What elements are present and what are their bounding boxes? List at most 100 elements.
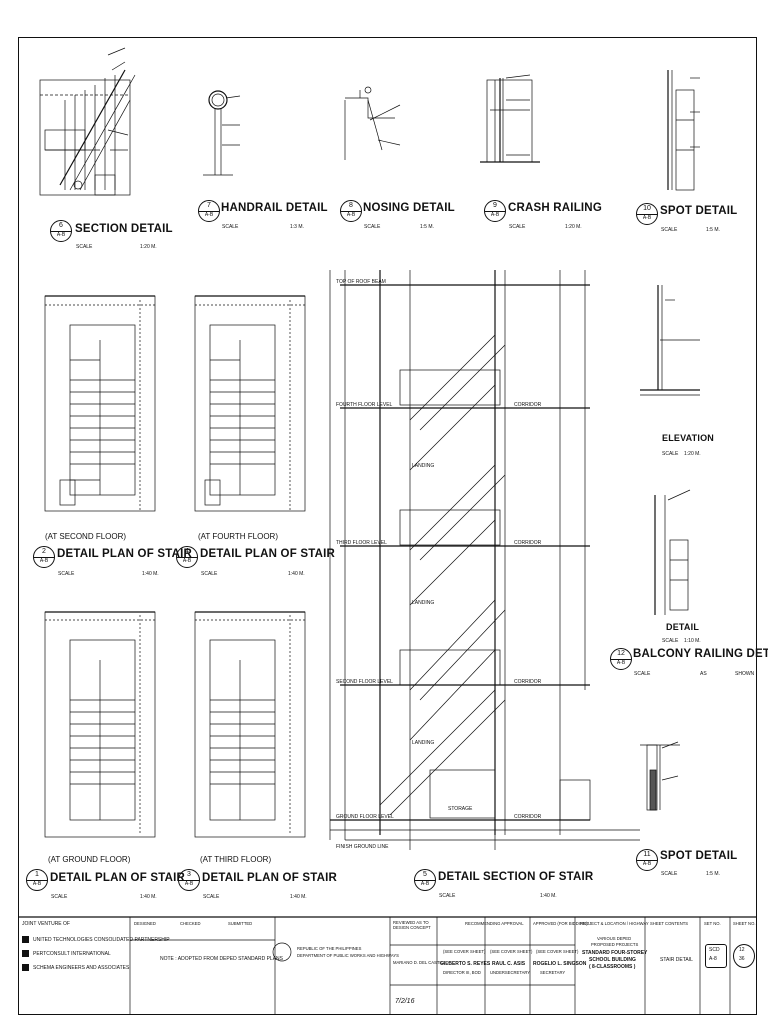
elevation-drawing xyxy=(640,285,700,396)
project-line-1: VARIOUS DEPED xyxy=(597,936,632,941)
firm-logo-1 xyxy=(22,936,29,943)
stair-section-drawing xyxy=(329,270,640,850)
designed-label: DESIGNED xyxy=(134,921,156,926)
detail-11-scale: 1:5 M. xyxy=(706,871,720,877)
finish-ground-label: FINISH GROUND LINE xyxy=(336,844,389,850)
second-floor-label: SECOND FLOOR LEVEL xyxy=(336,679,393,685)
detail-5-scale: 1:40 M. xyxy=(540,893,557,899)
joint-venture-label: JOINT VENTURE OF xyxy=(22,921,70,927)
set-code: SCD xyxy=(709,947,720,953)
detail-2-title: DETAIL PLAN OF STAIR xyxy=(57,548,192,560)
section-detail-drawing xyxy=(39,47,136,196)
detail-3-subtitle: (AT THIRD FLOOR) xyxy=(200,855,272,864)
detail-2-scale-label: SCALE xyxy=(58,571,75,577)
landing-label-2: LANDING xyxy=(412,600,435,606)
firm-3: SCHEMA ENGINEERS AND ASSOCIATES xyxy=(33,965,130,971)
set-sub: A-8 xyxy=(709,956,717,962)
detail-1-subtitle: (AT GROUND FLOOR) xyxy=(48,855,131,864)
nosing-detail-drawing xyxy=(344,86,401,160)
stair-plan-1-drawing xyxy=(44,611,156,838)
detail-6-scale: 1:20 M. xyxy=(140,244,157,250)
corridor-label-2: CORRIDOR xyxy=(514,540,542,546)
note-text: NOTE : ADOPTED FROM DEPED STANDARD PLANS xyxy=(160,956,283,962)
drawing-sheet-border xyxy=(18,37,757,1015)
fourth-floor-label: FOURTH FLOOR LEVEL xyxy=(336,402,393,408)
checked-label: CHECKED xyxy=(180,921,201,926)
landing-label-1: LANDING xyxy=(412,463,435,469)
project-line-5: ( 8-CLASSROOMS ) xyxy=(589,964,636,970)
detail-12-scale2: SHOWN xyxy=(735,671,755,677)
firm-1: UNITED TECHNOLOGIES CONSOLIDATED PARTNER… xyxy=(33,937,170,943)
reviewer-name: MARIANO D. DEL CASTILLO xyxy=(393,960,449,965)
spot-detail-10-drawing xyxy=(667,70,700,191)
detail-4-subtitle: (AT FOURTH FLOOR) xyxy=(198,532,278,541)
detail-2-subtitle: (AT SECOND FLOOR) xyxy=(45,532,127,541)
role-1: DIRECTOR III, BOD xyxy=(443,970,481,975)
firm-logo-3 xyxy=(22,964,29,971)
detail-7-scale-label: SCALE xyxy=(222,224,239,230)
agency-line-2: DEPARTMENT OF PUBLIC WORKS AND HIGHWAYS xyxy=(297,953,399,958)
detail-5-title: DETAIL SECTION OF STAIR xyxy=(438,871,594,883)
sheet-contents-header: SHEET CONTENTS xyxy=(650,921,689,926)
stair-plan-4-drawing xyxy=(194,295,306,512)
detail-10-scale-label: SCALE xyxy=(661,227,678,233)
detail-7-scale: 1:3 M. xyxy=(290,224,304,230)
sheet-number: 12 xyxy=(739,947,745,953)
signatory-1: GILBERTO S. REYES xyxy=(440,961,491,967)
detail-8-title: NOSING DETAIL xyxy=(363,202,455,214)
sheet-no-header: SHEET NO. xyxy=(733,921,756,926)
set-no-box xyxy=(705,944,727,968)
agency-line-1: REPUBLIC OF THE PHILIPPINES xyxy=(297,946,362,951)
detail-9-scale: 1:20 M. xyxy=(565,224,582,230)
detail-9-scale-label: SCALE xyxy=(509,224,526,230)
detail-2-scale: 1:40 M. xyxy=(142,571,159,577)
detail-small-scale: 1:10 M. xyxy=(684,638,701,644)
set-no-header: SET NO. xyxy=(704,921,721,926)
detail-small-title: DETAIL xyxy=(666,622,700,632)
detail-3-scale-label: SCALE xyxy=(203,894,220,900)
crash-railing-drawing xyxy=(480,74,540,163)
stair-plan-2-drawing xyxy=(44,295,156,512)
detail-small-scale-label: SCALE xyxy=(662,638,679,644)
stair-plan-3-drawing xyxy=(194,611,306,838)
firm-logo-2 xyxy=(22,950,29,957)
handrail-detail-drawing xyxy=(203,90,241,176)
role-2: UNDERSECRETARY xyxy=(490,970,531,975)
detail-6-title: SECTION DETAIL xyxy=(75,223,173,235)
recommending-label: RECOMMENDING APPROVAL xyxy=(465,921,524,926)
corridor-label-3: CORRIDOR xyxy=(514,679,542,685)
role-3: SECRETARY xyxy=(540,970,566,975)
title-block-lines xyxy=(18,916,757,1015)
project-line-3: STANDARD FOUR-STOREY xyxy=(582,950,648,956)
detail-10-scale: 1:5 M. xyxy=(706,227,720,233)
detail-5-scale-label: SCALE xyxy=(439,893,456,899)
detail-6-scale-label: SCALE xyxy=(76,244,93,250)
sheet-no-circle xyxy=(733,944,755,968)
detail-1-title: DETAIL PLAN OF STAIR xyxy=(50,872,185,884)
see-cover-3: (SEE COVER SHEET) xyxy=(536,949,579,954)
detail-1-scale: 1:40 M. xyxy=(140,894,157,900)
spot-detail-11-drawing xyxy=(640,741,680,811)
signatory-2: RAUL C. ASIS xyxy=(492,961,526,967)
detail-4-scale: 1:40 M. xyxy=(288,571,305,577)
corridor-label-1: CORRIDOR xyxy=(514,402,542,408)
signatory-3: ROGELIO L. SINGSON xyxy=(533,961,587,967)
landing-label-3: LANDING xyxy=(412,740,435,746)
elevation-title: ELEVATION xyxy=(662,433,714,443)
submitted-label: SUBMITTED xyxy=(228,921,253,926)
elevation-scale-label: SCALE xyxy=(662,451,679,457)
detail-12-scale-label: SCALE xyxy=(634,671,651,677)
detail-11-title: SPOT DETAIL xyxy=(660,850,738,862)
third-floor-label: THIRD FLOOR LEVEL xyxy=(336,540,387,546)
